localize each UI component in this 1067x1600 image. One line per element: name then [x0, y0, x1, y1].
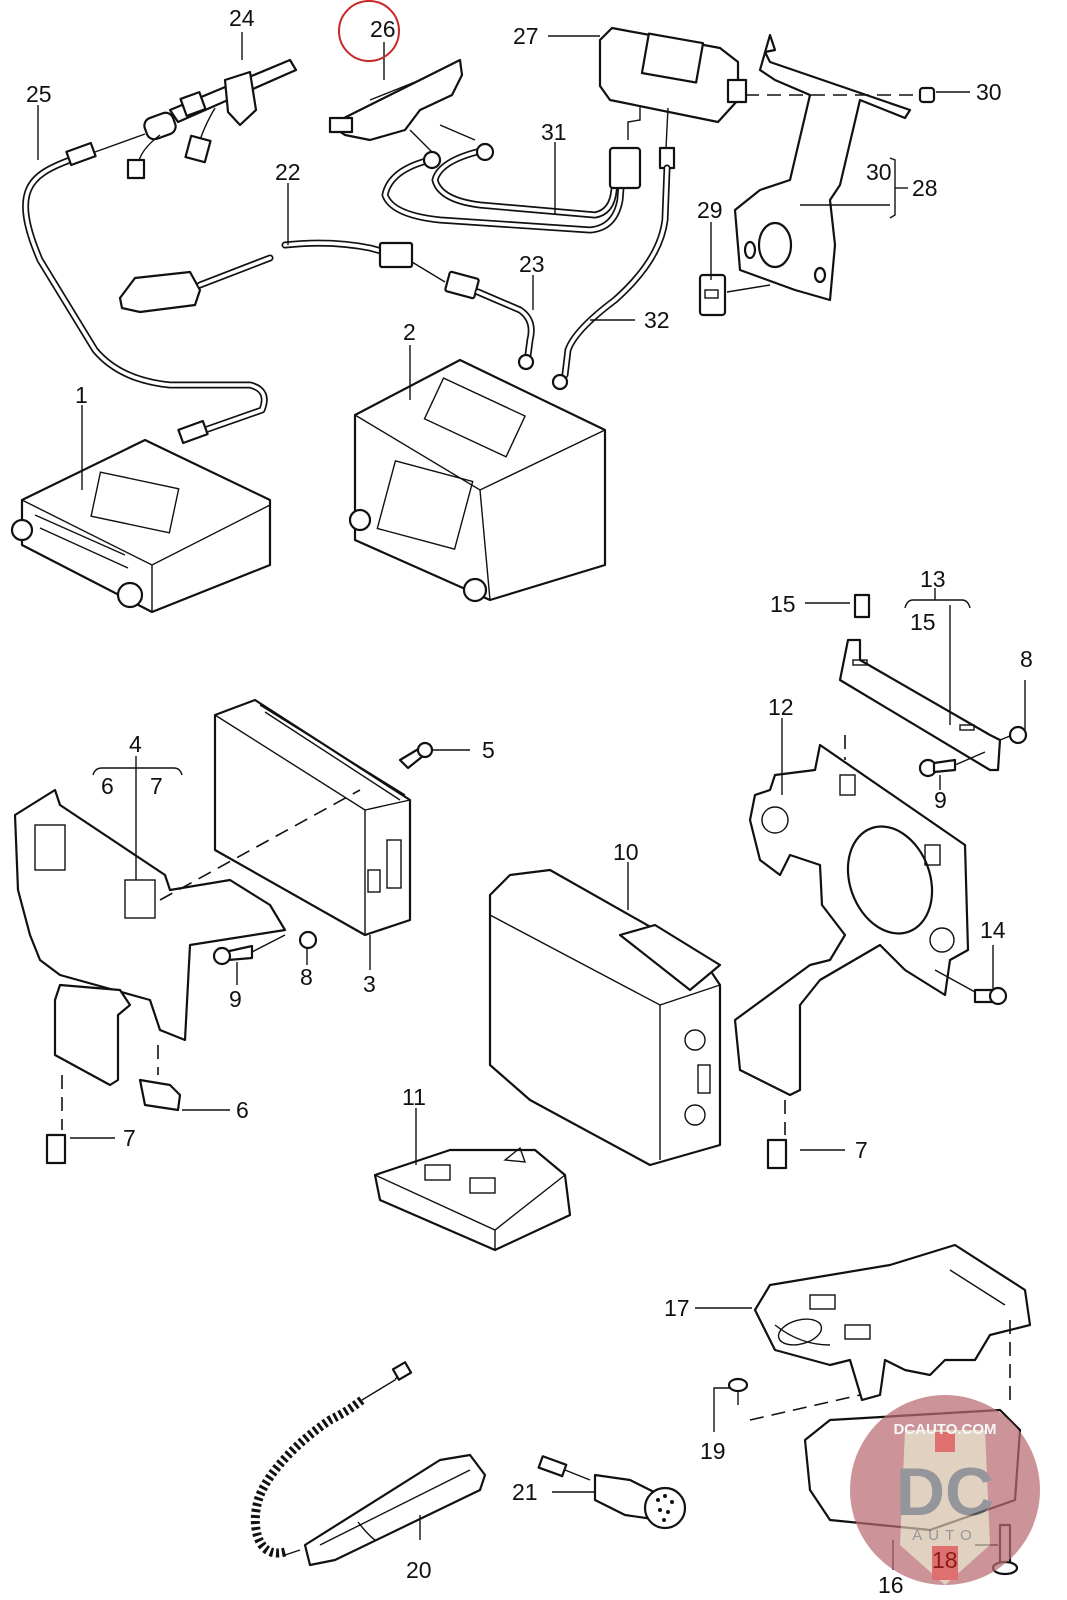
watermark-text-top: DCAUTO.COM	[893, 1421, 996, 1438]
part-22-gps-antenna	[118, 239, 446, 314]
callout-11: 11	[402, 1084, 426, 1110]
callout-14: 14	[980, 917, 1006, 943]
callout-1: 1	[75, 382, 88, 408]
callout-5: 5	[482, 737, 495, 763]
callout-13: 13	[920, 566, 946, 592]
callout-16: 16	[878, 1572, 904, 1598]
callout-31: 31	[541, 119, 567, 145]
callout-18: 18	[932, 1547, 958, 1573]
callout-labels: 24 25 26 27 30 31 22 30 28 29 23 32 2 1 …	[26, 5, 1033, 1598]
part-27-control-unit	[598, 26, 748, 170]
part-13-mounting-strip	[838, 638, 1002, 772]
callout-24: 24	[229, 5, 255, 31]
part-29-cover	[698, 273, 771, 317]
callout-7-right: 7	[855, 1137, 868, 1163]
part-12-bracket	[733, 735, 970, 1097]
part-4-bracket	[13, 788, 361, 1087]
callout-15: 15	[770, 591, 796, 617]
callout-27: 27	[513, 23, 539, 49]
callout-19: 19	[700, 1438, 726, 1464]
part-7-clip-right	[766, 1100, 788, 1170]
callout-23: 23	[519, 251, 545, 277]
part-21-microphone	[537, 1455, 687, 1530]
callout-3: 3	[363, 971, 376, 997]
part-11-cd-magazine	[373, 1146, 572, 1252]
watermark-monogram: DC	[896, 1454, 994, 1530]
callout-6: 6	[236, 1097, 249, 1123]
callout-32: 32	[644, 307, 670, 333]
part-8-nut-right	[999, 725, 1028, 745]
callout-2: 2	[403, 319, 416, 345]
watermark-red-bar-bottom	[932, 1546, 958, 1580]
part-2-navigation	[348, 358, 607, 603]
watermark-text-bottom: AUTO	[912, 1527, 977, 1544]
callout-9-left: 9	[229, 986, 242, 1012]
part-26-antenna-amplifier	[328, 58, 476, 156]
callout-17: 17	[664, 1295, 690, 1321]
highlight-circle-26	[338, 0, 400, 62]
watermark-logo: DC DCAUTO.COM AUTO	[850, 1395, 1040, 1585]
callout-6-group: 6	[101, 773, 114, 799]
part-9-bolt-right	[918, 751, 986, 778]
part-25-antenna-cable	[22, 141, 268, 445]
callout-12: 12	[768, 694, 794, 720]
callout-8-left: 8	[300, 964, 313, 990]
callout-26: 26	[370, 16, 396, 42]
part-5-screw	[398, 741, 434, 770]
part-8-nut-left	[298, 930, 318, 950]
callout-20: 20	[406, 1557, 432, 1583]
part-10-cd-changer	[488, 868, 722, 1167]
part-9-bolt-left	[212, 934, 286, 966]
callout-28: 28	[912, 175, 938, 201]
callout-25: 25	[26, 81, 52, 107]
part-32-cable	[551, 164, 671, 391]
part-17-bracket	[753, 1243, 1032, 1402]
part-24-antenna-adapter	[94, 58, 298, 180]
callout-21: 21	[512, 1479, 538, 1505]
callout-4: 4	[129, 731, 142, 757]
callout-15-group: 15	[910, 609, 936, 635]
part-30-nut	[918, 86, 936, 104]
callout-30-group: 30	[866, 159, 892, 185]
watermark-red-bar-top	[935, 1432, 955, 1452]
callout-7-left: 7	[123, 1125, 136, 1151]
watermark-shield	[900, 1430, 990, 1585]
part-28-bracket	[733, 33, 915, 302]
callout-7-group: 7	[150, 773, 163, 799]
part-23-cable-adapter	[444, 270, 535, 371]
part-14-screw	[934, 969, 1008, 1006]
part-6-clip	[138, 1045, 182, 1112]
part-19-pin	[727, 1377, 861, 1421]
callout-10: 10	[613, 839, 639, 865]
part-3-amplifier	[213, 698, 412, 937]
callout-8-right: 8	[1020, 646, 1033, 672]
callout-22: 22	[275, 159, 301, 185]
part-20-handset	[250, 1361, 487, 1567]
mic-grille	[656, 1494, 674, 1522]
part-31-cable	[381, 142, 642, 234]
callout-30: 30	[976, 79, 1002, 105]
part-15-clip	[853, 593, 871, 619]
part-7-clip-left	[45, 1075, 67, 1165]
callout-29: 29	[697, 197, 723, 223]
part-1-radio	[10, 438, 272, 614]
callout-9-right: 9	[934, 787, 947, 813]
